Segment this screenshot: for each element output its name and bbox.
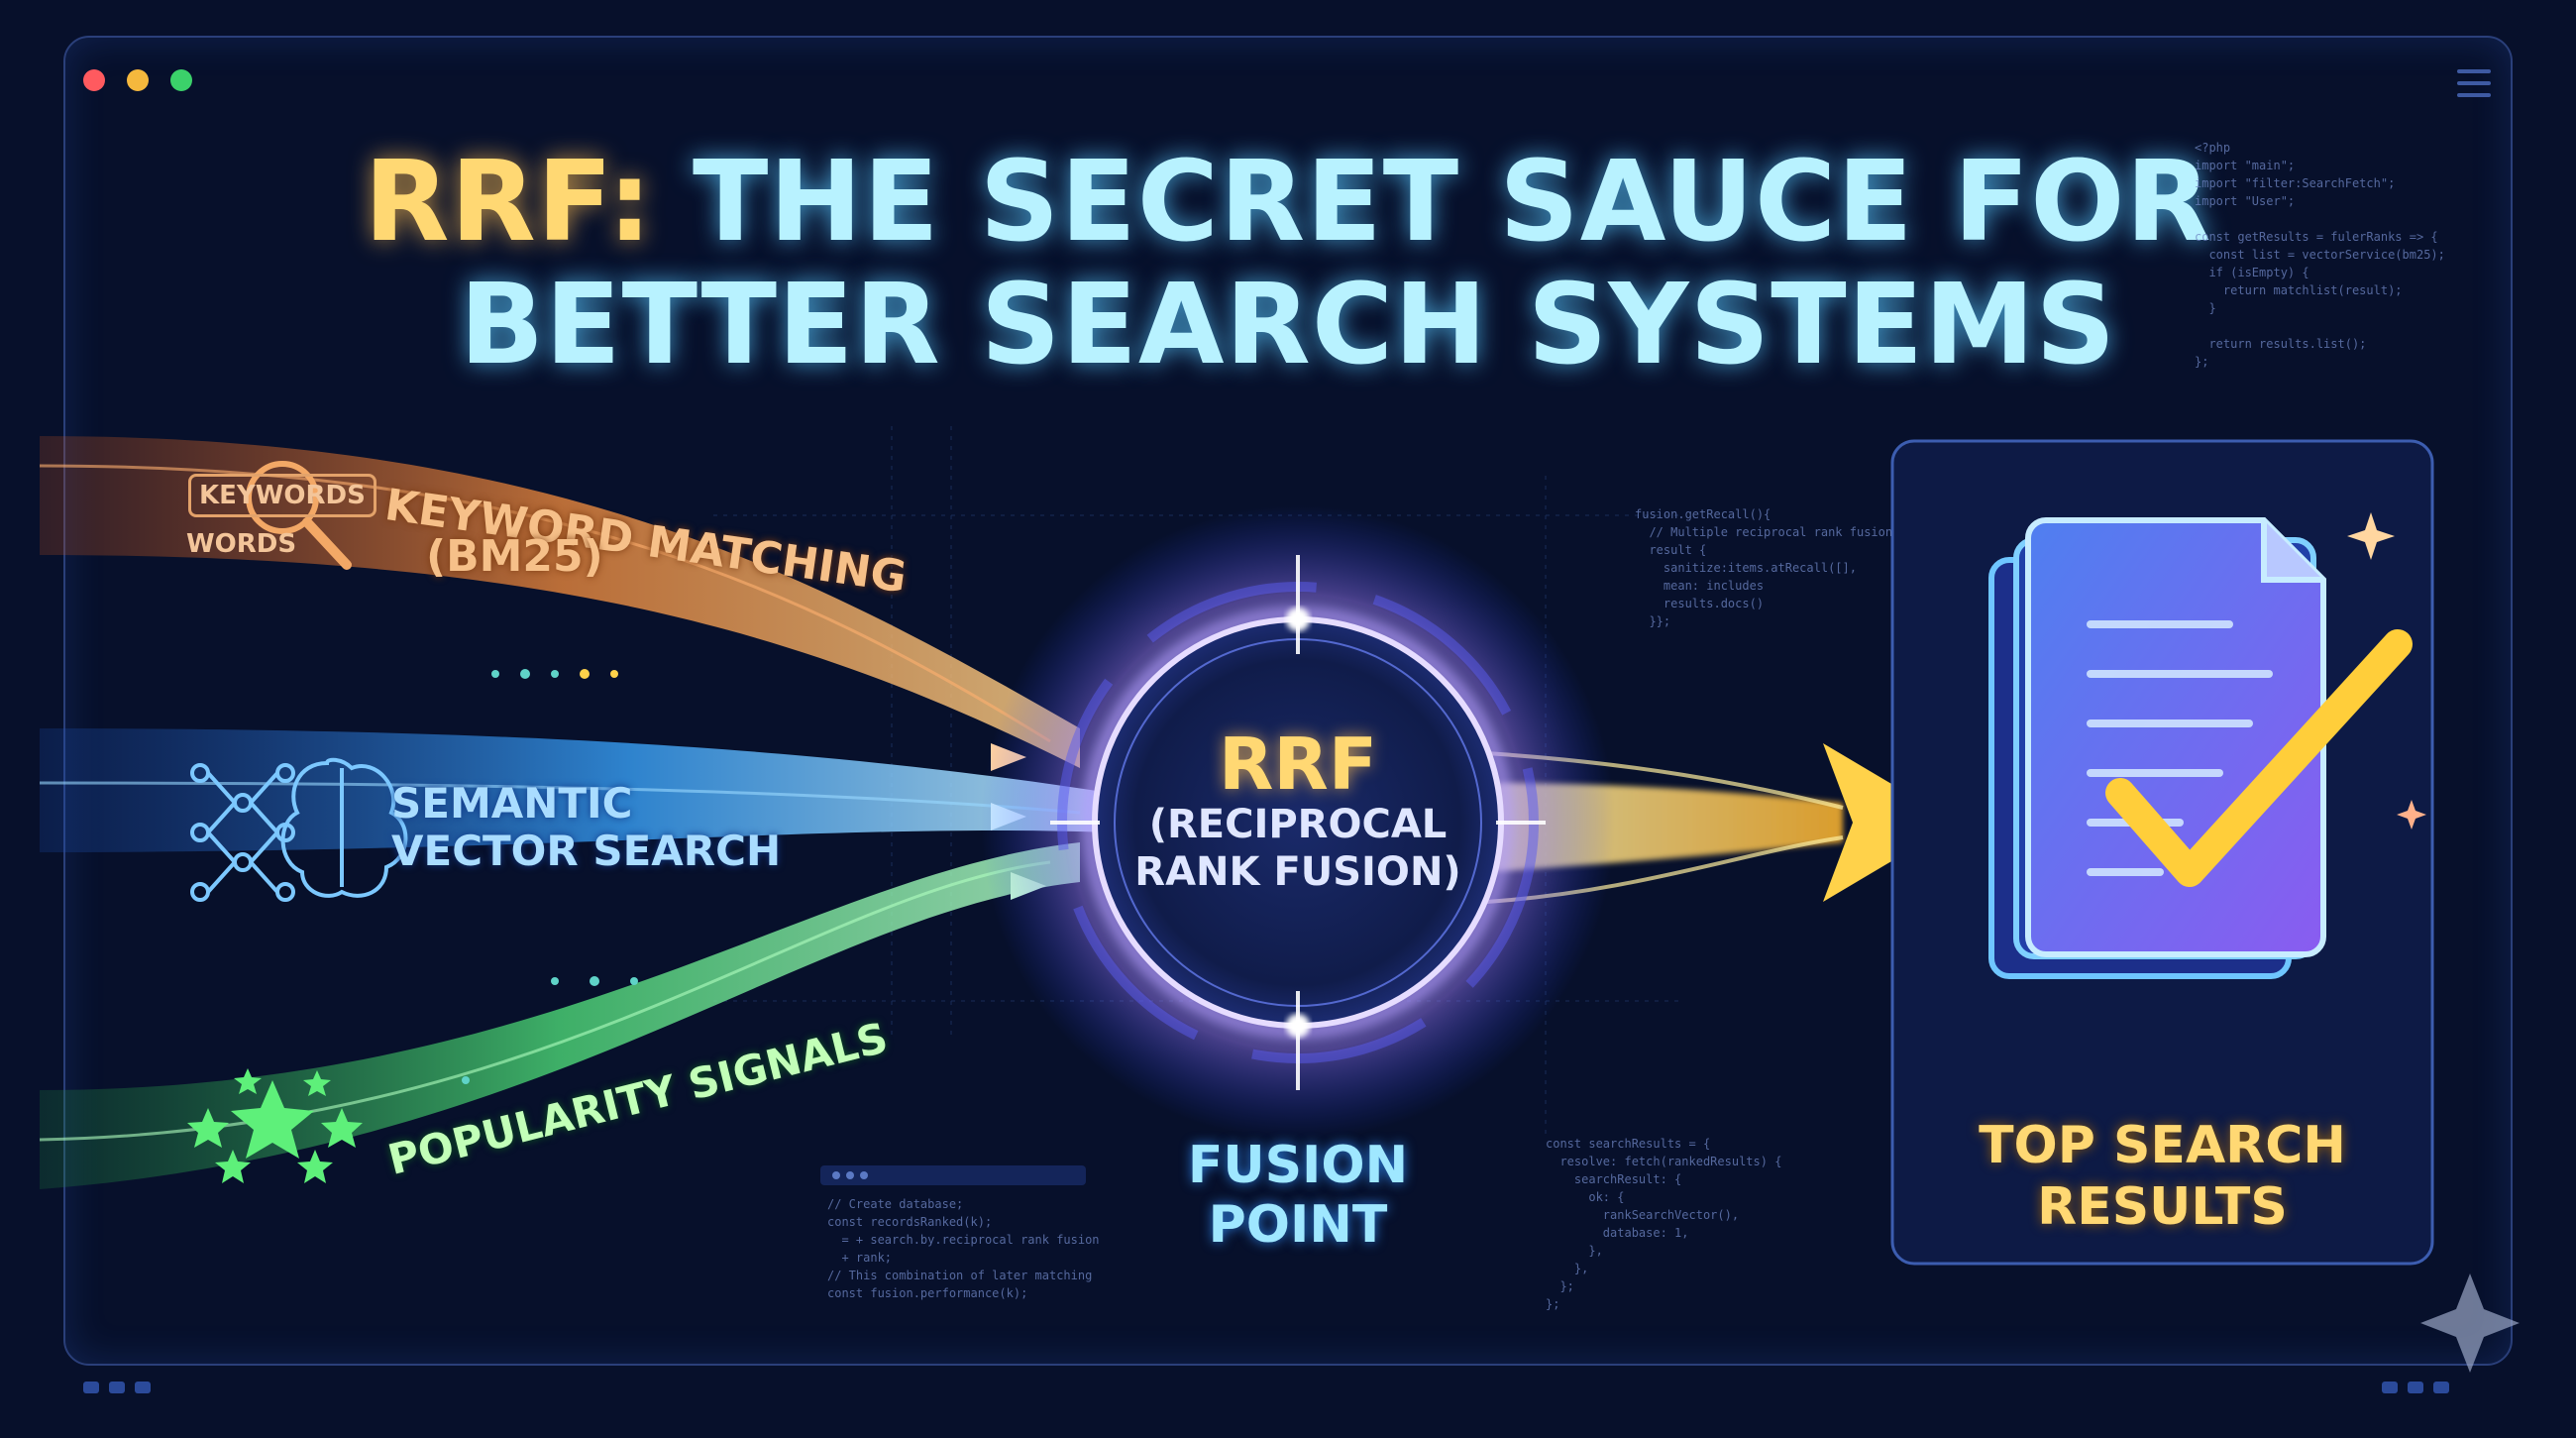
rrf-circle-title: RRF (1218, 722, 1378, 806)
title-line-2: BETTER SEARCH SYSTEMS (459, 261, 2117, 389)
fusion-point-caption-1: FUSION (1187, 1136, 1409, 1195)
sparkle-watermark-icon (2420, 1273, 2520, 1373)
window-maximize-dot[interactable] (170, 69, 192, 91)
top-search-results-caption-2: RESULTS (2037, 1177, 2288, 1237)
words-icon-text: WORDS (186, 529, 297, 559)
bm25-label: (BM25) (426, 531, 603, 582)
code-window-bar (820, 1165, 1086, 1185)
title-rrf: RRF: (364, 138, 653, 267)
rrf-circle-subtitle-2: RANK FUSION) (1134, 849, 1461, 895)
title-line-1-rest: THE SECRET SAUCE FOR (693, 138, 2212, 267)
title-line-1: RRF: THE SECRET SAUCE FOR (0, 147, 2576, 258)
keywords-icon-text: KEYWORDS (199, 481, 366, 510)
fusion-point-caption-2: POINT (1208, 1195, 1388, 1255)
output-arrow (1823, 743, 1957, 902)
sparkle-icon (2347, 512, 2395, 560)
rrf-circle-subtitle-1: (RECIPROCAL (1148, 802, 1448, 847)
top-search-results-caption-1: TOP SEARCH (1979, 1116, 2346, 1175)
code-snippet-middle: fusion.getRecall(){ // Multiple reciproc… (1635, 507, 1893, 628)
checkmark-icon (2105, 629, 2413, 887)
window-minimize-dot[interactable] (127, 69, 149, 91)
code-snippet-bottom-mid: const searchResults = { resolve: fetch(r… (1546, 1137, 1782, 1311)
code-snippet-bottom-left: // Create database; const recordsRanked(… (827, 1197, 1100, 1300)
keywords-magnifier-icon (246, 461, 352, 570)
keywords-icon-label: KEYWORDS (188, 474, 376, 517)
sparkle-icon (2397, 800, 2426, 830)
code-snippet-top-right: <?php import "main"; import "filter:Sear… (2195, 141, 2445, 369)
hamburger-menu-icon[interactable] (2457, 69, 2491, 105)
window-close-dot[interactable] (83, 69, 105, 91)
window-frame (63, 36, 2513, 1366)
vector-search-label: VECTOR SEARCH (391, 827, 782, 875)
semantic-label: SEMANTIC (391, 779, 633, 828)
neural-brain-icon (190, 757, 408, 902)
documents-stack-icon (1988, 517, 2326, 979)
stars-icon (187, 1068, 363, 1183)
